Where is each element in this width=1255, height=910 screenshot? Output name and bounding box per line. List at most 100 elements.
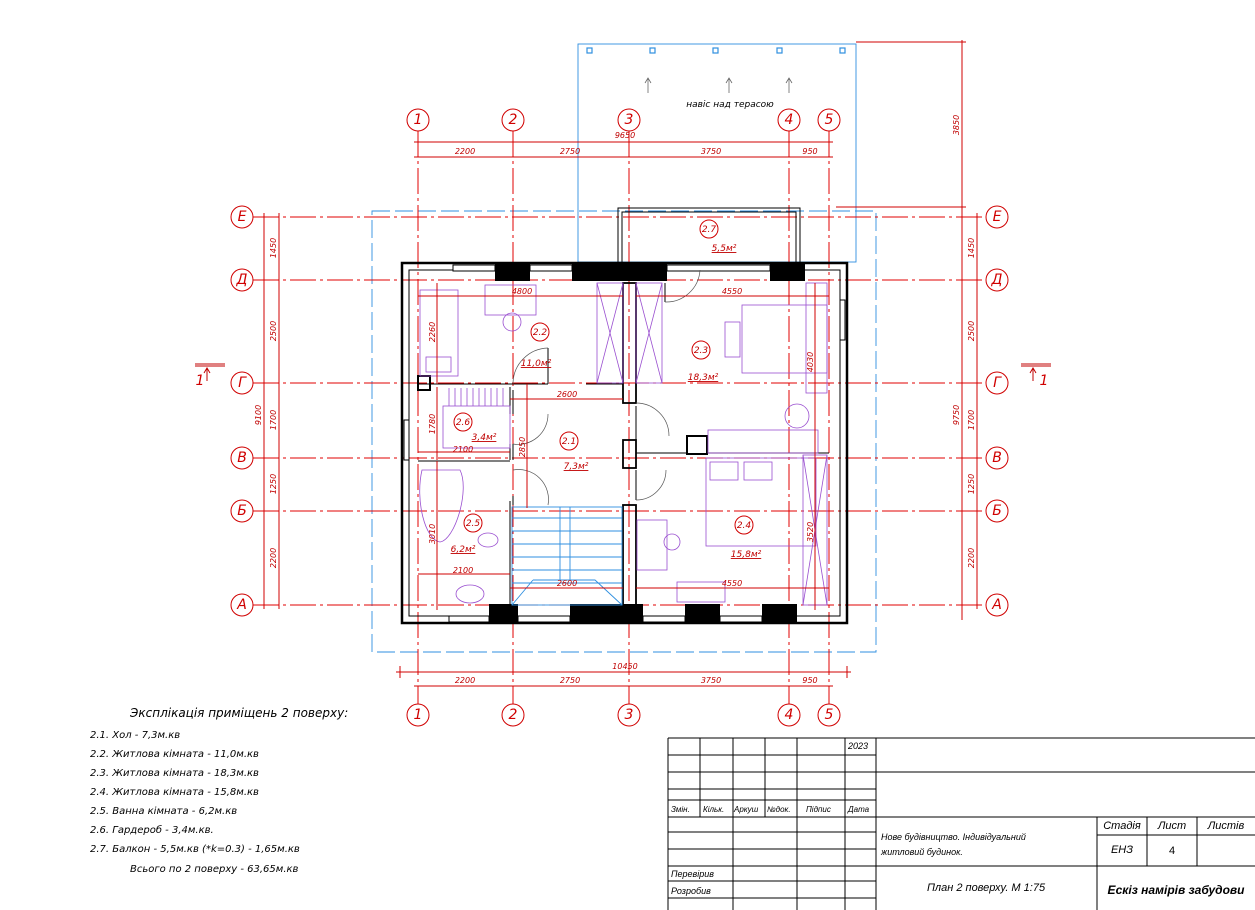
dim-bottom-4: 950 xyxy=(802,676,817,685)
project-name-2: житловий будинок. xyxy=(880,847,963,857)
svg-text:4550: 4550 xyxy=(722,287,742,296)
explication-item: 2.7. Балкон - 5,5м.кв (*k=0.3) - 1,65м.к… xyxy=(90,844,300,855)
dim-right-total: 9750 xyxy=(952,405,961,425)
explication-item: 2.2. Житлова кімната - 11,0м.кв xyxy=(90,748,259,760)
svg-text:4550: 4550 xyxy=(722,579,742,588)
room-explication: Эксплікація приміщень 2 поверху: 2.1. Хо… xyxy=(90,706,348,875)
dim-top-3: 3750 xyxy=(701,147,721,156)
explication-total: Всього по 2 поверху - 63,65м.кв xyxy=(130,864,299,875)
svg-text:Д: Д xyxy=(991,272,1003,288)
svg-text:3: 3 xyxy=(625,112,634,128)
stage-value: ЕНЗ xyxy=(1111,844,1133,856)
svg-text:Лист: Лист xyxy=(1157,820,1186,832)
svg-text:В: В xyxy=(237,450,247,466)
room-2-7: 2.7 5,5м² xyxy=(699,219,737,254)
svg-text:Змін.: Змін. xyxy=(671,805,690,814)
svg-text:3: 3 xyxy=(625,707,634,723)
svg-text:5: 5 xyxy=(825,112,834,128)
explication-item: 2.4. Житлова кімната - 15,8м.кв xyxy=(90,786,259,798)
section-marker xyxy=(195,363,1051,381)
svg-text:Кільк.: Кільк. xyxy=(703,805,724,814)
room-2-5: 2.56,2м² xyxy=(451,513,483,555)
section-label-right: 1 xyxy=(1040,373,1049,389)
svg-text:2850: 2850 xyxy=(518,437,527,457)
year: 2023 xyxy=(847,741,868,751)
project-name: Нове будівництво. Індивідуальний xyxy=(881,832,1026,842)
axis-bubble-2: 22 xyxy=(501,108,525,727)
svg-text:15,8м²: 15,8м² xyxy=(731,550,762,560)
roof-outline xyxy=(371,210,877,653)
svg-text:1: 1 xyxy=(414,112,423,128)
svg-text:3520: 3520 xyxy=(806,522,815,542)
dimension-lines xyxy=(263,40,978,687)
explication-item: 2.5. Ванна кімната - 6,2м.кв xyxy=(90,805,237,817)
svg-text:1700: 1700 xyxy=(967,410,976,430)
axis-bubble-1: 11 xyxy=(406,108,430,727)
svg-text:Б: Б xyxy=(237,503,247,519)
svg-text:3010: 3010 xyxy=(428,524,437,544)
explication-item: 2.1. Хол - 7,3м.кв xyxy=(90,730,180,741)
svg-text:2.7: 2.7 xyxy=(702,225,717,235)
svg-text:1780: 1780 xyxy=(428,414,437,434)
svg-text:2.1: 2.1 xyxy=(562,437,576,447)
dim-bottom-2: 2750 xyxy=(560,676,580,685)
svg-text:5: 5 xyxy=(825,707,834,723)
svg-text:Е: Е xyxy=(993,209,1002,225)
walls xyxy=(400,261,849,625)
room-2-4: 2.4 15,8м² xyxy=(731,515,762,560)
svg-text:1250: 1250 xyxy=(967,474,976,494)
dim-bottom-total: 10450 xyxy=(612,662,637,671)
room-markers: 2.17,3м² 2.211,0м² 2.318,3м² 2.415,8м² 2… xyxy=(451,219,762,560)
svg-text:Аркуш: Аркуш xyxy=(733,805,759,814)
room-2-1: 2.1 7,3м² xyxy=(559,431,589,472)
svg-text:2260: 2260 xyxy=(428,322,437,342)
axis-bubble-4: 44 xyxy=(777,108,801,727)
svg-text:Дата: Дата xyxy=(847,805,870,814)
svg-text:2.6: 2.6 xyxy=(456,418,471,428)
svg-text:7,3м²: 7,3м² xyxy=(564,462,589,472)
checked-by-label: Перевірив xyxy=(671,869,714,879)
grid-axes xyxy=(253,131,986,704)
svg-text:4800: 4800 xyxy=(512,287,532,296)
svg-text:Е: Е xyxy=(238,209,247,225)
svg-text:4030: 4030 xyxy=(806,352,815,372)
svg-text:2.4: 2.4 xyxy=(737,521,752,531)
canopy-label: навіс над терасою xyxy=(686,100,774,110)
svg-text:Г: Г xyxy=(238,375,247,391)
svg-text:5,5м²: 5,5м² xyxy=(712,244,737,254)
dim-top-4: 950 xyxy=(802,147,817,156)
dim-bottom-1: 2200 xyxy=(455,676,475,685)
svg-text:2500: 2500 xyxy=(269,321,278,341)
svg-text:2.3: 2.3 xyxy=(694,346,709,356)
staircase xyxy=(511,506,623,606)
svg-text:2: 2 xyxy=(509,707,518,723)
svg-text:Г: Г xyxy=(993,375,1002,391)
svg-text:2600: 2600 xyxy=(557,579,577,588)
developed-by-label: Розробив xyxy=(671,886,711,896)
explication-title: Эксплікація приміщень 2 поверху: xyxy=(129,706,348,720)
svg-text:Б: Б xyxy=(992,503,1002,519)
svg-text:А: А xyxy=(236,597,247,613)
svg-text:2200: 2200 xyxy=(967,548,976,568)
svg-text:В: В xyxy=(992,450,1002,466)
section-label-left: 1 xyxy=(196,373,205,389)
svg-text:Підпис: Підпис xyxy=(806,805,831,814)
axis-bubble-5: 55 xyxy=(817,108,841,727)
sheet-number: 4 xyxy=(1169,845,1175,857)
svg-text:1450: 1450 xyxy=(269,238,278,258)
title-block: 2023 Змін. Кільк. Аркуш №док. Підпис Дат… xyxy=(667,737,1255,910)
room-2-6: 2.63,4м² xyxy=(453,412,497,443)
dim-bottom-3: 3750 xyxy=(701,676,721,685)
dim-top-1: 2200 xyxy=(455,147,475,156)
svg-text:Стадія: Стадія xyxy=(1103,820,1141,832)
interior-dimensions: 4800 4550 2600 2100 2100 2600 4550 2260 … xyxy=(428,287,815,588)
dim-left-total: 9100 xyxy=(254,405,263,425)
svg-text:6,2м²: 6,2м² xyxy=(451,545,476,555)
svg-text:2200: 2200 xyxy=(269,548,278,568)
svg-text:А: А xyxy=(991,597,1002,613)
